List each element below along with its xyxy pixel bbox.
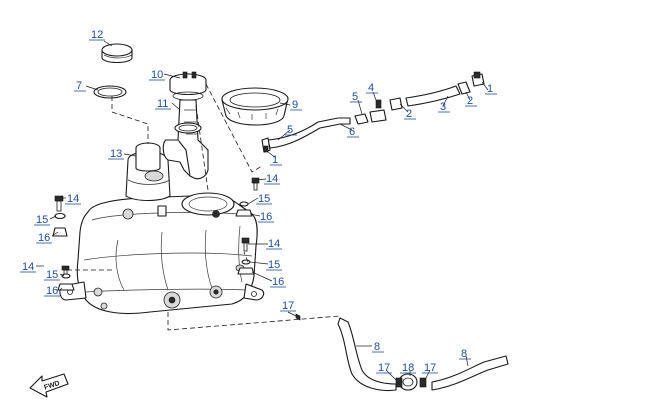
- callout-10: 10: [151, 69, 163, 81]
- callout-8-right: 8: [461, 348, 467, 360]
- fuel-tank: [59, 142, 265, 315]
- callout-16-left-upper: 16: [38, 232, 50, 244]
- callout-14-right-lower: 14: [268, 238, 280, 250]
- callout-17-left: 17: [378, 362, 390, 374]
- callout-18: 18: [402, 362, 414, 374]
- callout-1-right: 1: [487, 83, 493, 95]
- callout-16-left-lower: 16: [46, 285, 58, 297]
- callout-12: 12: [91, 29, 103, 41]
- callout-17-right: 17: [424, 362, 436, 374]
- callout-6: 6: [349, 126, 355, 138]
- callout-14-right-upper: 14: [266, 173, 278, 185]
- pump-lock-ring: [221, 87, 289, 126]
- callout-7: 7: [76, 80, 82, 92]
- forward-arrow-icon: FWD: [29, 373, 69, 398]
- cap-seal-ring: [93, 85, 127, 99]
- hardware-right: [235, 177, 260, 275]
- fuel-cap: [101, 43, 133, 64]
- callouts: 12 7 10 11 9 13 5 4 2 3 2 1 5 6 1 14 14 …: [20, 29, 497, 374]
- fwd-label: FWD: [43, 380, 60, 392]
- fuel-line-lower: [295, 313, 509, 392]
- callout-16-right-lower: 16: [272, 276, 284, 288]
- callout-14-left-upper: 14: [67, 193, 79, 205]
- callout-3: 3: [440, 101, 446, 113]
- callout-15-left-upper: 15: [36, 214, 48, 226]
- callout-5-mid: 5: [287, 124, 293, 136]
- callout-15-left-lower: 15: [46, 269, 58, 281]
- fuel-line-upper: [261, 71, 485, 153]
- callout-15-right-upper: 15: [258, 193, 270, 205]
- callout-8-left: 8: [374, 341, 380, 353]
- callout-4: 4: [368, 82, 374, 94]
- callout-17-top: 17: [282, 300, 294, 312]
- callout-9: 9: [292, 99, 298, 111]
- fuel-pump-assembly: [162, 71, 209, 180]
- hardware-left: [52, 195, 75, 291]
- callout-14-left-lower: 14: [22, 261, 34, 273]
- callout-2-mid: 2: [406, 108, 412, 120]
- callout-13: 13: [110, 148, 122, 160]
- leader-lines: [36, 40, 489, 381]
- assembly-lines: [66, 83, 341, 331]
- callout-5-top: 5: [352, 91, 358, 103]
- callout-16-right-upper: 16: [260, 211, 272, 223]
- callout-2-right: 2: [467, 95, 473, 107]
- callout-15-right-lower: 15: [268, 259, 280, 271]
- callout-11: 11: [157, 98, 168, 110]
- callout-1-mid: 1: [272, 154, 278, 166]
